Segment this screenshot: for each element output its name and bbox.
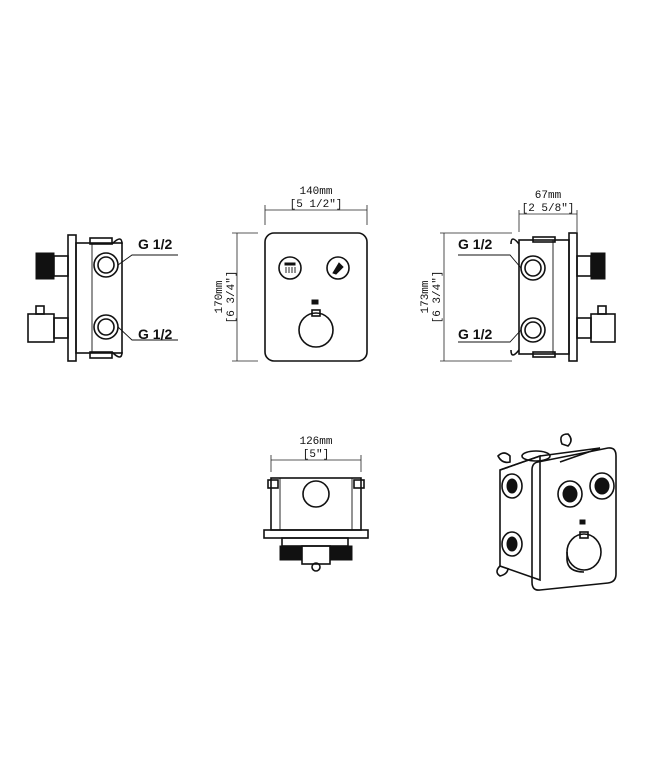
front-height-in: [6 3/4"] [226, 271, 238, 324]
thread-label-right-bottom: G 1/2 [458, 326, 492, 342]
thread-label-right-top: G 1/2 [458, 236, 492, 252]
front-height-mm: 170mm [214, 280, 226, 313]
iso-hand-shower-button [589, 472, 615, 500]
right-side-view: G 1/2 G 1/2 67mm [2 5/8"] 173mm [6 3/4"] [420, 190, 616, 362]
temperature-icon [311, 299, 319, 305]
knurled-outlet-icon [590, 252, 606, 280]
left-side-view: G 1/2 G 1/2 [27, 234, 178, 362]
front-width-mm: 140mm [299, 186, 332, 198]
front-width-in: [5 1/2"] [290, 199, 343, 211]
side-depth-in: [2 5/8"] [522, 203, 575, 215]
thread-label-left-bottom: G 1/2 [138, 326, 172, 342]
top-width-mm: 126mm [299, 436, 332, 448]
knurled-outlet-icon [35, 252, 55, 280]
iso-thermostat-knob [566, 533, 602, 571]
iso-shower-button [557, 480, 583, 508]
hand-shower-button [326, 256, 350, 280]
front-view: 140mm [5 1/2"] 170mm [6 3/4"] [214, 186, 368, 362]
top-width-in: [5"] [303, 449, 329, 461]
isometric-view [496, 433, 617, 591]
iso-temperature-icon [579, 519, 586, 525]
thermostat-knob [298, 312, 334, 348]
thread-label-left-top: G 1/2 [138, 236, 172, 252]
side-height-mm: 173mm [420, 280, 432, 313]
top-view: 126mm [5"] [263, 436, 369, 572]
overhead-shower-icon [284, 262, 296, 273]
side-depth-mm: 67mm [535, 190, 562, 202]
side-height-in: [6 3/4"] [432, 271, 444, 324]
shower-button [278, 256, 302, 280]
hand-shower-icon [332, 262, 344, 275]
